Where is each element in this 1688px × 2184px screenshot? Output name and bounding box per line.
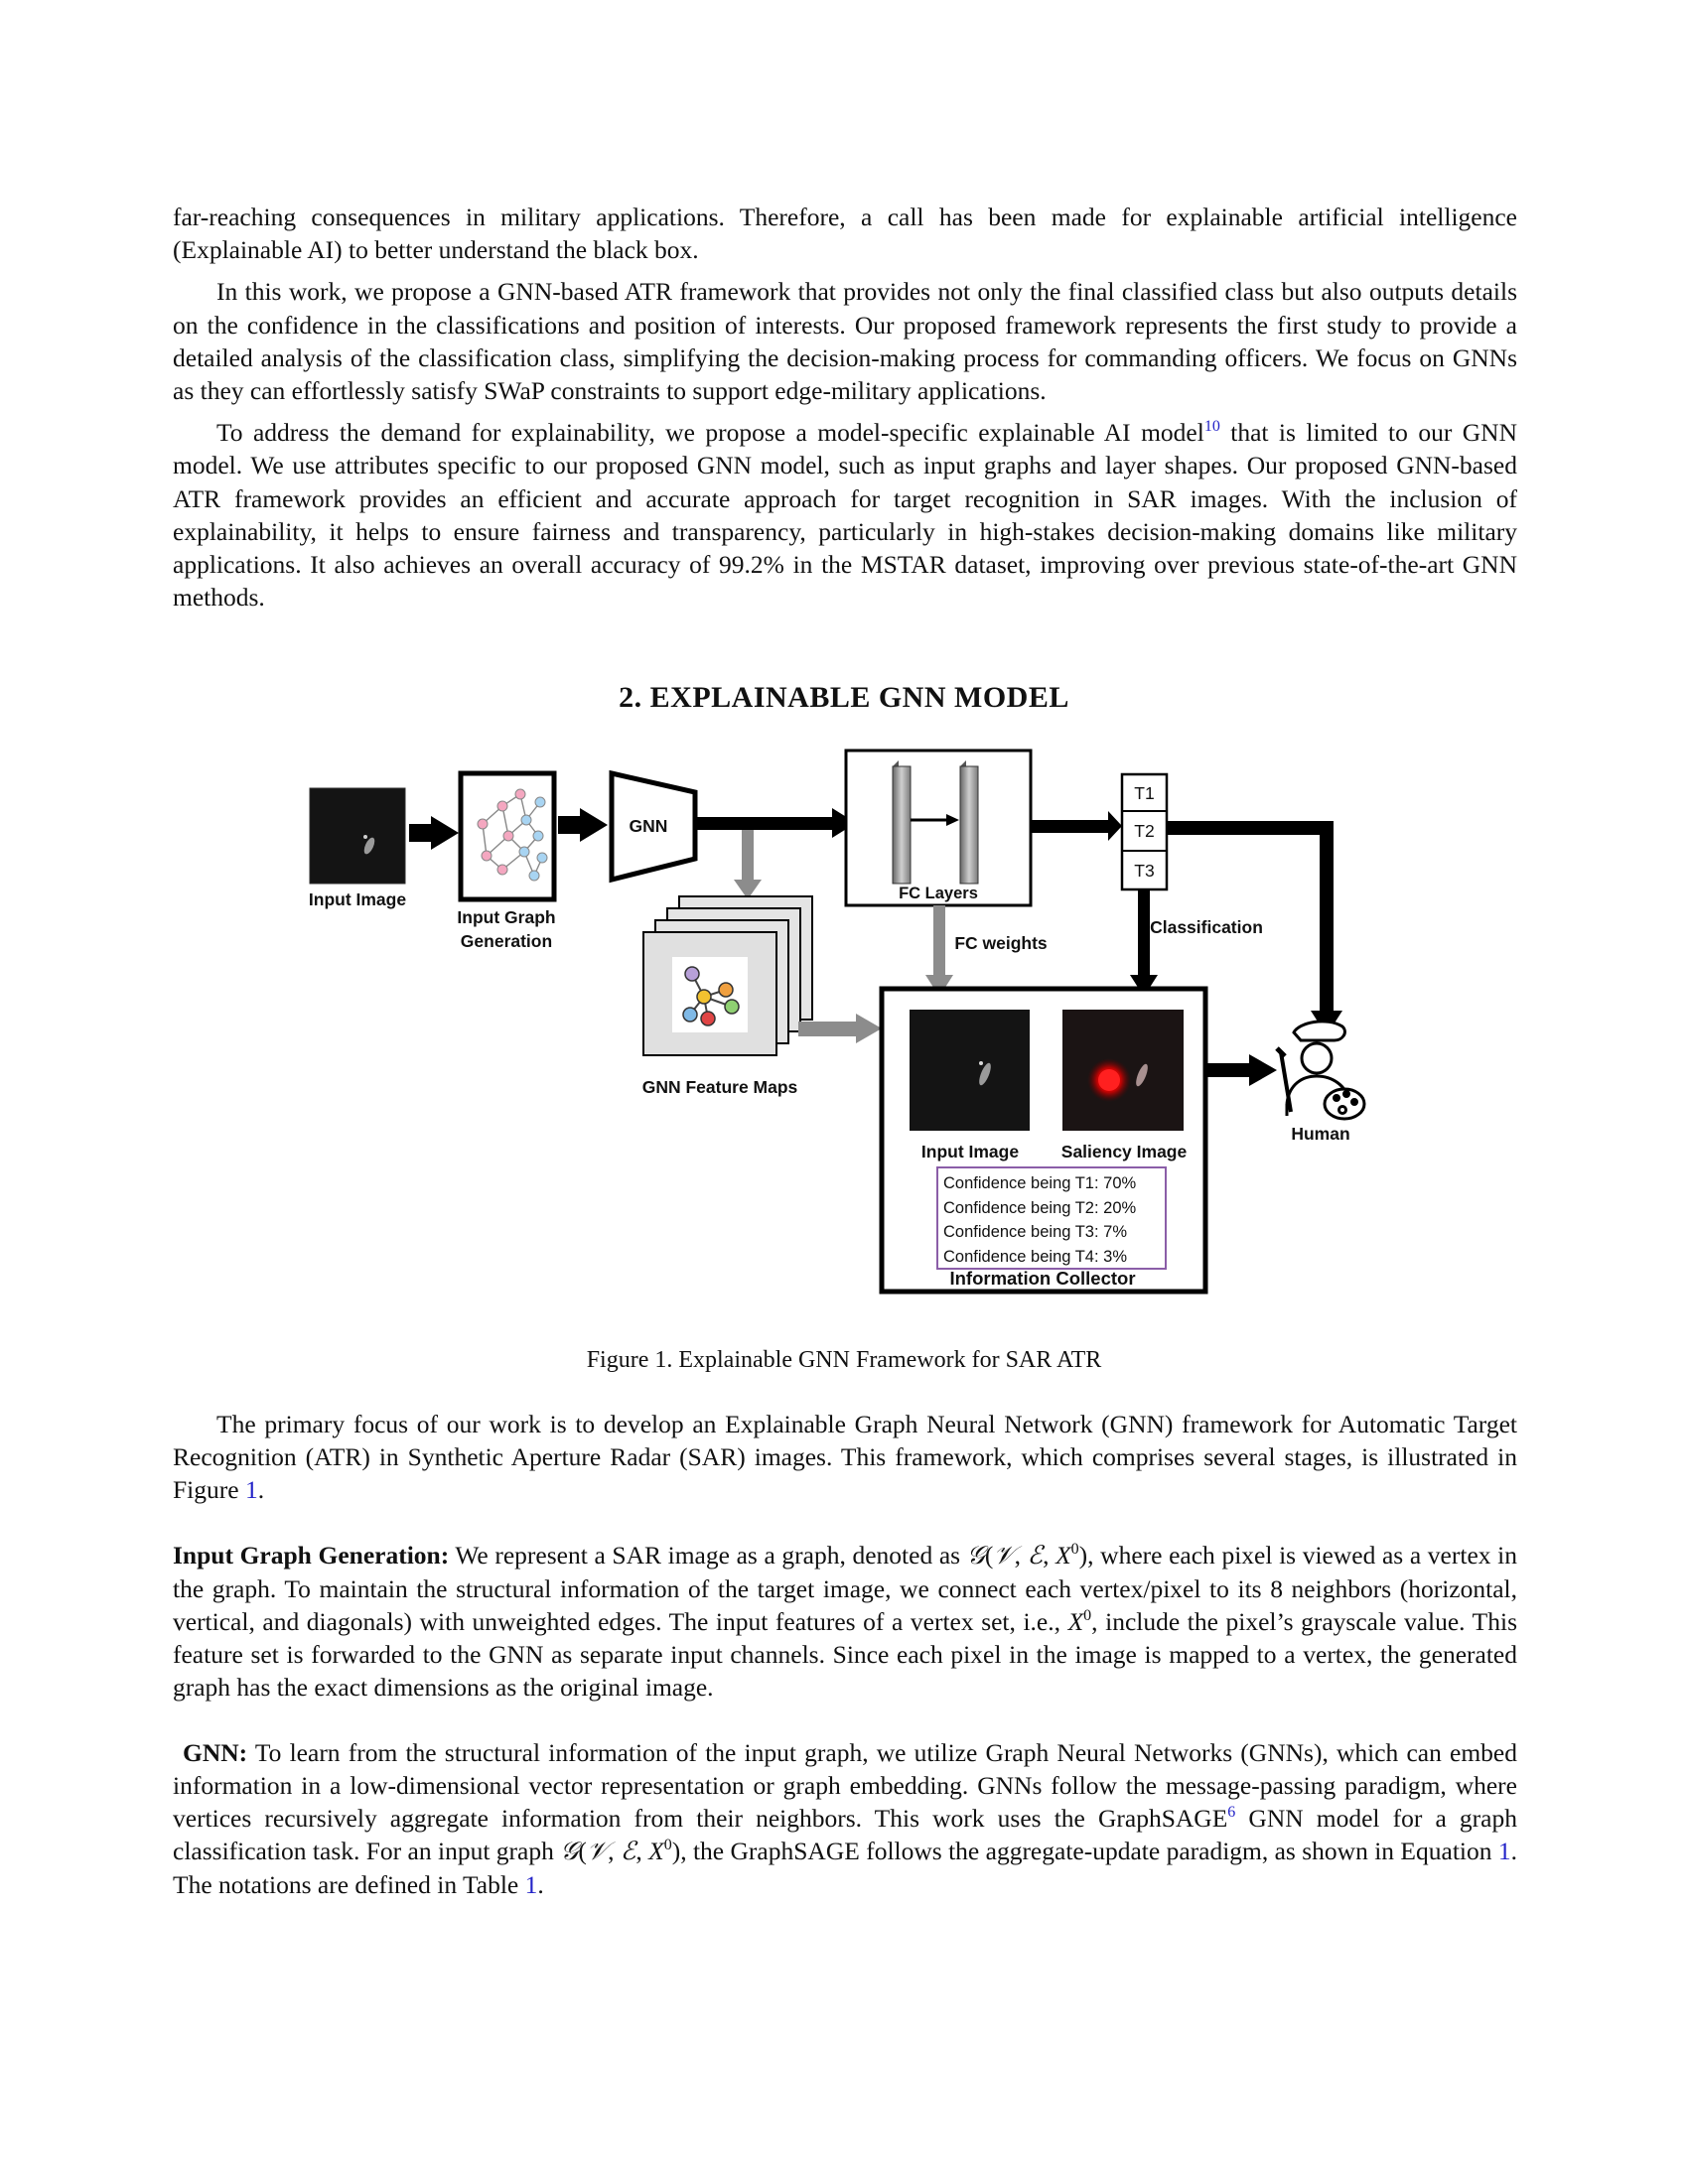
paragraph-2: In this work, we propose a GNN-based ATR… xyxy=(173,277,1517,406)
label-fc-weights: FC weights xyxy=(954,933,1048,953)
citation-link[interactable]: 6 xyxy=(1227,1804,1236,1822)
label-t3: T3 xyxy=(1134,861,1155,881)
collector-input-image xyxy=(910,1010,1030,1131)
information-collector-box xyxy=(879,986,1208,1295)
citation-link[interactable]: 10 xyxy=(1203,418,1220,436)
label-gnn: GNN xyxy=(629,816,668,836)
section-heading: 2. EXPLAINABLE GNN MODEL xyxy=(619,681,1069,714)
arrow-gnn-to-feature-maps xyxy=(742,830,754,882)
paragraph-block-top: far-reaching consequences in military ap… xyxy=(173,201,1517,614)
label-t1: T1 xyxy=(1134,783,1155,803)
saliency-image xyxy=(1062,1010,1184,1131)
gnn-feature-maps-stack xyxy=(642,895,813,1056)
arrow-fc-to-classes xyxy=(1031,820,1112,833)
confidence-item: Confidence being T1: 70% xyxy=(943,1174,1137,1192)
label-input-image: Input Image xyxy=(308,889,407,909)
paragraph-input-graph-generation: Input Graph Generation: We represent a S… xyxy=(173,1540,1518,1703)
label-gnn-feature-maps: GNN Feature Maps xyxy=(641,1077,798,1097)
confidence-list: Confidence being T1: 70% Confidence bein… xyxy=(936,1166,1167,1270)
paragraph-block-bottom: The primary focus of our work is to deve… xyxy=(173,1408,1517,1902)
arrow-classes-to-human xyxy=(1167,821,1334,1013)
label-t2: T2 xyxy=(1134,821,1155,841)
paragraph-1: far-reaching consequences in military ap… xyxy=(173,203,1517,265)
subheading-gnn: GNN: xyxy=(183,1737,248,1767)
math-x0: X0 xyxy=(1067,1607,1092,1637)
math-graph: 𝒢(𝒱, ℰ, X0) xyxy=(560,1837,681,1867)
arrow-graph-to-gnn xyxy=(558,816,580,834)
figure-ref-link[interactable]: 1 xyxy=(244,1475,258,1505)
paragraph-3: To address the demand for explainability… xyxy=(173,418,1517,613)
figure-caption: Figure 1. Explainable GNN Framework for … xyxy=(586,1347,1102,1373)
class-outputs xyxy=(1120,772,1169,891)
arrow-image-to-graph xyxy=(409,824,431,842)
paragraph-gnn: GNN: To learn from the structural inform… xyxy=(173,1737,1517,1900)
confidence-item: Confidence being T4: 3% xyxy=(943,1247,1127,1266)
equation-ref-link[interactable]: 1 xyxy=(1497,1837,1511,1866)
label-input-graph-generation: Input Graph Generation xyxy=(457,907,556,951)
subheading-input-graph-generation: Input Graph Generation: xyxy=(173,1540,450,1570)
label-saliency-image: Saliency Image xyxy=(1060,1142,1188,1161)
math-graph: 𝒢(𝒱, ℰ, X0) xyxy=(966,1540,1088,1570)
paragraph-4: The primary focus of our work is to deve… xyxy=(173,1410,1517,1505)
arrow-collector-to-human xyxy=(1205,1063,1253,1077)
input-image-thumbnail xyxy=(309,787,406,885)
label-fc-layers: FC Layers xyxy=(899,885,978,902)
table-ref-link[interactable]: 1 xyxy=(524,1870,538,1900)
confidence-item: Confidence being T2: 20% xyxy=(943,1198,1137,1217)
label-classification: Classification xyxy=(1150,917,1263,937)
label-collector-input-image: Input Image xyxy=(920,1142,1020,1161)
input-graph-icon xyxy=(458,770,557,902)
arrow-gnn-to-fc xyxy=(695,817,834,830)
human-icon xyxy=(1275,1020,1366,1121)
label-human: Human xyxy=(1291,1124,1350,1144)
label-information-collector: Information Collector xyxy=(949,1268,1136,1289)
fc-layers-block xyxy=(844,749,1033,907)
arrow-feature-maps-to-collector xyxy=(798,1022,858,1036)
arrow-fc-weights xyxy=(933,905,945,977)
confidence-item: Confidence being T3: 7% xyxy=(943,1223,1127,1241)
arrow-classification xyxy=(1138,889,1150,977)
gnn-block xyxy=(609,769,698,884)
